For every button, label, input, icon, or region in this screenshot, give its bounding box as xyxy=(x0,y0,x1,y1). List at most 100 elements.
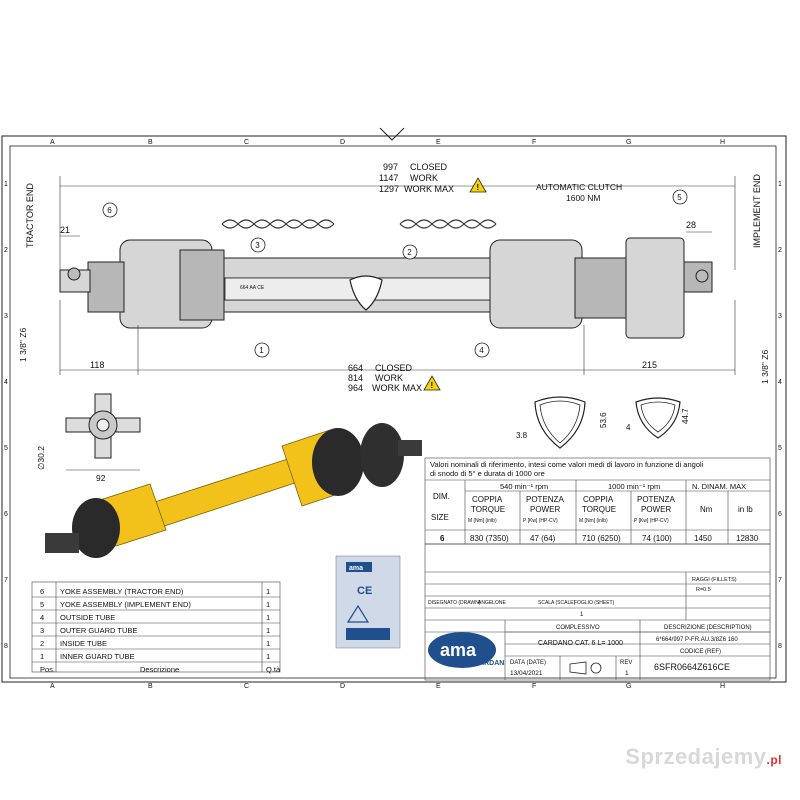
warning-sticker: ama CE xyxy=(335,555,401,649)
size-header: SIZE xyxy=(431,513,449,522)
desc-label: DESCRIZIONE (DESCRIPTION) xyxy=(664,625,752,631)
dim-215: 215 xyxy=(642,360,657,370)
bom-pos-5: 5 xyxy=(40,600,44,609)
grid-row-8: 8 xyxy=(4,643,8,650)
callout-5: 5 xyxy=(677,193,682,202)
complessivo: COMPLESSIVO xyxy=(556,625,600,631)
power-unit-1000: P [Kw] (HP-CV) xyxy=(634,518,669,524)
safety-chain-right xyxy=(399,219,497,229)
inner-frame xyxy=(9,145,777,679)
raggi-value: R=0.5 xyxy=(696,587,711,593)
dim-bottom-closed-label: CLOSED xyxy=(375,363,413,373)
inner-tube-section xyxy=(534,396,586,449)
bom-desc-4: OUTSIDE TUBE xyxy=(60,613,115,622)
spline-left: 1 3/8" Z6 xyxy=(18,328,28,362)
grid-col-b: B xyxy=(148,139,153,146)
grid-col-f: F xyxy=(532,139,536,146)
tractor-end-label: TRACTOR END xyxy=(25,183,35,248)
grid-row-right-3: 3 xyxy=(778,313,782,320)
nm-header: Nm xyxy=(700,505,713,514)
bom-desc-5: YOKE ASSEMBLY (IMPLEMENT END) xyxy=(60,600,191,609)
power-1000: POWER xyxy=(641,505,671,514)
callout-3: 3 xyxy=(255,241,260,250)
tube-inner-a: 3.8 xyxy=(516,431,528,440)
left-spline-3d xyxy=(45,533,79,553)
bom-pos-1: 1 xyxy=(40,652,44,661)
rating-cell-1: 830 (7350) xyxy=(470,534,509,543)
ama-cardan-logo: ama CARDAN xyxy=(428,632,504,668)
bom-desc-6: YOKE ASSEMBLY (TRACTOR END) xyxy=(60,587,184,596)
projection-symbol-icon xyxy=(569,661,602,675)
grid-row-right-8: 8 xyxy=(778,643,782,650)
clutch-label: AUTOMATIC CLUTCH xyxy=(536,182,622,192)
cross-width: 92 xyxy=(96,473,106,483)
logo-sub: CARDAN xyxy=(474,660,504,667)
bom-pos-4: 4 xyxy=(40,613,44,622)
dim-top-workmax-label: WORK MAX xyxy=(404,184,454,194)
grid-col-g: G xyxy=(626,139,631,146)
bom-qty-5: 1 xyxy=(266,600,270,609)
bom-qty-6: 1 xyxy=(266,587,270,596)
sheet-frame xyxy=(1,135,787,683)
grid-col-bottom-h: H xyxy=(720,683,725,690)
grid-row-right-5: 5 xyxy=(778,445,782,452)
callout-4: 4 xyxy=(479,346,484,355)
n-dinam-max: N. DINAM. MAX xyxy=(692,482,746,491)
svg-text:!: ! xyxy=(431,381,434,390)
tube-outer-b: 44.7 xyxy=(681,408,690,424)
callout-circle-2 xyxy=(402,244,418,260)
outer-tube-section xyxy=(635,397,681,439)
callout-circle-5 xyxy=(672,189,688,205)
grid-row-right-6: 6 xyxy=(778,511,782,518)
bom-desc-3: OUTER GUARD TUBE xyxy=(60,626,137,635)
callout-1: 1 xyxy=(259,346,264,355)
automatic-clutch xyxy=(625,237,685,339)
shaft-mark: 664 AA CE xyxy=(240,285,265,291)
center-marker xyxy=(379,127,405,141)
torque-unit-1000: M [Nm] (inlb) xyxy=(579,518,608,524)
potenza-1000: POTENZA xyxy=(637,495,675,504)
tube-inner-b: 53.6 xyxy=(599,412,608,428)
bom-qty-4: 1 xyxy=(266,613,270,622)
grid-row-6: 6 xyxy=(4,511,8,518)
right-spline-3d xyxy=(398,440,422,456)
clutch-value: 1600 NM xyxy=(566,193,601,203)
logo-text: ama xyxy=(440,640,477,660)
raggi-label: RAGGI (FILLETS) xyxy=(692,577,737,583)
spline-right: 1 3/8" Z6 xyxy=(760,350,770,384)
sticker-ce: CE xyxy=(357,585,372,597)
dim-bottom-work: 814 xyxy=(348,373,363,383)
ratings-table xyxy=(424,457,771,545)
grid-row-7: 7 xyxy=(4,577,8,584)
rating-cell-5: 1450 xyxy=(694,534,712,543)
title-block-grid xyxy=(424,543,771,681)
dim-bottom-workmax: 964 xyxy=(348,383,363,393)
code-label: CODICE (REF) xyxy=(680,649,721,655)
product-code: 6SFR0664Z616CE xyxy=(654,662,730,672)
grid-row-right-1: 1 xyxy=(778,181,782,188)
sheet-label: FOGLIO (SHEET) xyxy=(574,600,615,606)
date-value: 13/04/2021 xyxy=(510,670,543,677)
outer-guard-tube xyxy=(211,257,503,279)
clutch-black xyxy=(360,423,404,487)
rpm-540: 540 min⁻¹ rpm xyxy=(500,482,548,491)
safety-chain-left xyxy=(221,219,335,229)
dim-28: 28 xyxy=(686,220,696,230)
left-push-pin xyxy=(67,267,81,281)
cross-diam: ∅30.2 xyxy=(36,446,46,470)
dim-top-work-label: WORK xyxy=(410,173,438,183)
implement-end-label: IMPLEMENT END xyxy=(752,174,762,248)
sheet-value: 1 xyxy=(580,612,584,618)
torque-540: TORQUE xyxy=(471,505,505,514)
dim-bottom-workmax-label: WORK MAX xyxy=(372,383,422,393)
power-unit-540: P [Kw] (HP-CV) xyxy=(523,518,558,524)
dim-bottom-work-label: WORK xyxy=(375,373,403,383)
grid-row-right-2: 2 xyxy=(778,247,782,254)
tube-outer-a: 4 xyxy=(626,423,631,432)
svg-text:!: ! xyxy=(477,183,480,192)
